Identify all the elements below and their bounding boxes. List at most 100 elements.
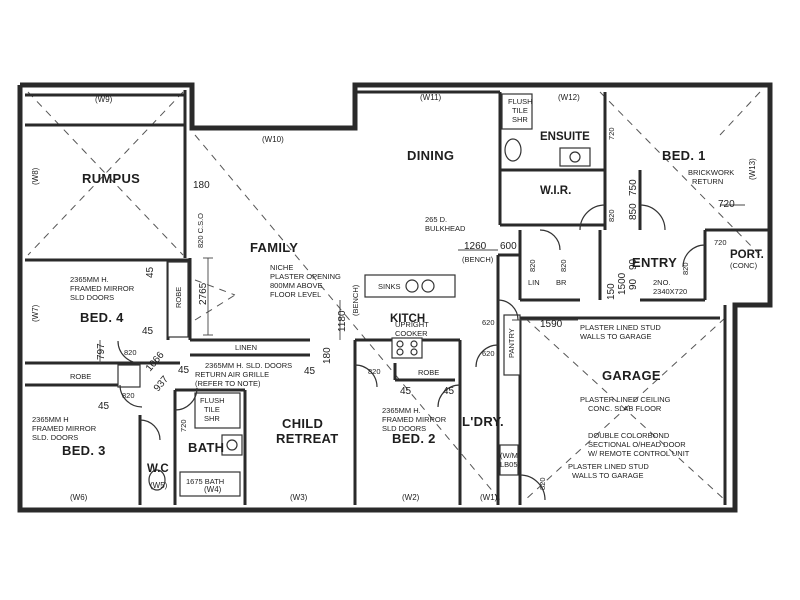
door-swings — [117, 204, 706, 501]
note-flush-tile-shr-bath: FLUSH TILE SHR — [200, 396, 225, 423]
wc-toilet — [148, 469, 166, 491]
dim-180a: 180 — [193, 180, 210, 191]
svg-text:CONC. SLAB FLOOR: CONC. SLAB FLOOR — [588, 404, 662, 413]
cooker-hob-4 — [410, 348, 418, 356]
svg-text:W/ REMOTE CONTROL UNIT: W/ REMOTE CONTROL UNIT — [588, 449, 690, 458]
pantry-box — [503, 314, 521, 376]
dim-1500: 1500 — [617, 272, 628, 295]
dim-820g: 820 — [559, 259, 568, 272]
door-port — [682, 244, 706, 268]
dim-90a: 90 — [628, 278, 639, 290]
dim-45c: 45 — [178, 365, 190, 376]
dim-1180: 1180 — [337, 310, 348, 332]
sink-bowl-1 — [405, 279, 419, 293]
svg-text:SHR: SHR — [204, 414, 220, 423]
room-robe-bed4: ROBE — [174, 287, 183, 308]
svg-text:FRAMED MIRROR: FRAMED MIRROR — [382, 415, 447, 424]
bath-basin — [226, 439, 238, 451]
svg-text:SHR: SHR — [512, 115, 528, 124]
dim-720d: 720 — [714, 238, 727, 247]
cooker-hob-2 — [410, 340, 418, 348]
dim-820h: 820 — [681, 262, 690, 275]
room-bed4: BED. 4 — [80, 310, 124, 325]
note-linen-doors: 2365MM H. SLD. DOORS — [205, 361, 292, 370]
window-w4: (W4) — [204, 485, 222, 494]
dim-820b: 820 — [122, 391, 135, 400]
svg-text:PLASTER LINED CEILING: PLASTER LINED CEILING — [580, 395, 671, 404]
door-entry — [579, 204, 606, 231]
svg-text:PLASTER LINED STUD: PLASTER LINED STUD — [580, 323, 661, 332]
note-sinks: SINKS — [378, 282, 401, 291]
door-pantry — [497, 299, 519, 321]
svg-text:PLASTER OPENING: PLASTER OPENING — [270, 272, 341, 281]
room-rumpus: RUMPUS — [82, 171, 140, 186]
svg-text:2365MM H: 2365MM H — [32, 415, 69, 424]
svg-text:2365MM H.: 2365MM H. — [70, 275, 109, 284]
window-w5: (W5) — [150, 481, 168, 490]
door-bed2 — [437, 384, 461, 408]
dim-45e: 45 — [304, 366, 316, 377]
room-ensuite: ENSUITE — [540, 131, 590, 143]
svg-text:TILE: TILE — [512, 106, 528, 115]
dim-720a: 720 — [179, 419, 188, 432]
svg-text:SLD DOORS: SLD DOORS — [70, 293, 114, 302]
svg-text:RETURN AIR GRILLE: RETURN AIR GRILLE — [195, 370, 269, 379]
note-bath-1675: 1675 BATH — [186, 477, 224, 486]
cooker — [391, 337, 423, 359]
room-wir: W.I.R. — [540, 185, 571, 197]
window-w6: (W6) — [70, 493, 88, 502]
svg-text:DOUBLE COLORBOND: DOUBLE COLORBOND — [588, 431, 670, 440]
door-bed1 — [639, 204, 666, 231]
note-lb05: LB05) — [500, 460, 521, 469]
svg-text:BULKHEAD: BULKHEAD — [425, 224, 466, 233]
room-br: BR — [556, 278, 567, 287]
ensuite-shower — [501, 93, 533, 130]
bath-shower — [194, 392, 241, 429]
svg-text:NICHE: NICHE — [270, 263, 293, 272]
dim-820a: 820 — [124, 348, 137, 357]
note-bench-family: (BENCH) — [351, 284, 360, 316]
svg-text:FLUSH: FLUSH — [200, 396, 225, 405]
dim-600: 600 — [500, 241, 517, 252]
vanity-basin — [569, 151, 581, 163]
window-w7: (W7) — [31, 304, 40, 322]
door-bath — [174, 387, 198, 411]
door-bed3 — [119, 384, 143, 408]
note-2no: 2NO. — [653, 278, 671, 287]
note-flush-tile-shr-ensuite: FLUSH TILE SHR — [508, 97, 533, 124]
door-linen — [539, 229, 561, 251]
note-plaster-stud-top: PLASTER LINED STUD WALLS TO GARAGE — [580, 323, 661, 341]
dim-820d: 820 — [538, 477, 547, 490]
dim-750: 750 — [628, 179, 639, 196]
fixtures — [117, 93, 591, 497]
door-wc — [139, 419, 161, 441]
window-w9: (W9) — [95, 95, 113, 104]
note-niche: NICHE PLASTER OPENING 800MM ABOVE FLOOR … — [270, 263, 341, 299]
svg-text:TILE: TILE — [204, 405, 220, 414]
dim-850: 850 — [628, 203, 639, 220]
room-family: FAMILY — [250, 240, 298, 255]
dim-45f: 45 — [400, 386, 412, 397]
room-child-retreat-2: RETREAT — [276, 431, 339, 446]
dim-820e: 820 — [607, 209, 616, 222]
room-wc: W.C — [147, 463, 169, 475]
svg-text:COOKER: COOKER — [395, 329, 428, 338]
svg-text:RETURN: RETURN — [692, 177, 723, 186]
dim-45d: 45 — [98, 401, 110, 412]
dimension-lines — [99, 204, 745, 363]
note-plaster-stud-bottom: PLASTER LINED STUD WALLS TO GARAGE — [568, 462, 649, 480]
void-diagonals — [27, 91, 761, 501]
svg-text:FLUSH: FLUSH — [508, 97, 533, 106]
note-bench-kitchen: (BENCH) — [462, 255, 494, 264]
note-upright-cooker: UPRIGHT COOKER — [395, 320, 429, 338]
dim-45a: 45 — [145, 266, 156, 278]
room-bed3: BED. 3 — [62, 443, 106, 458]
note-brickwork-return: BRICKWORK RETURN — [688, 168, 734, 186]
note-bulkhead: 265 D. BULKHEAD — [425, 215, 466, 233]
dim-180b: 180 — [322, 347, 333, 364]
svg-text:PLASTER LINED STUD: PLASTER LINED STUD — [568, 462, 649, 471]
robe-bed4 — [167, 261, 189, 338]
room-bath: BATH — [188, 440, 224, 455]
door-bed4 — [117, 340, 141, 364]
